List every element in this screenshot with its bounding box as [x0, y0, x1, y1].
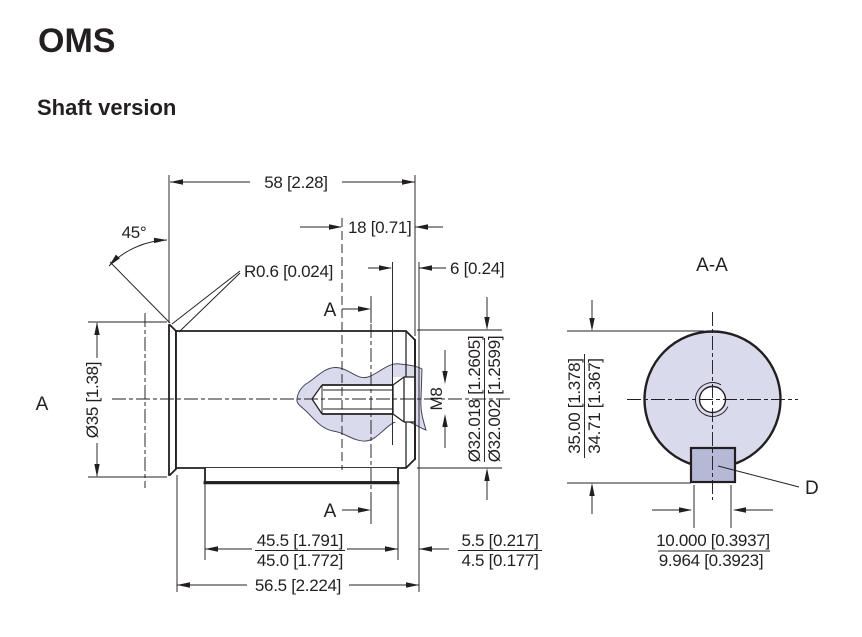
- dim-shaft-dia: Ø32.018 [1.2605] Ø32.002 [1.2599]: [465, 297, 504, 500]
- page-title: OMS: [38, 22, 115, 60]
- dim-chamfer-angle: 45°: [107, 223, 171, 324]
- section-label-top: A: [324, 300, 337, 321]
- dim-key-width-lower-label: 9.964 [0.3923]: [659, 551, 764, 570]
- dim-overall-length-label: 58 [2.28]: [264, 173, 327, 192]
- dim-fillet-radius-label: R0.6 [0.024]: [244, 262, 333, 281]
- dim-shoulder-dia-label: Ø35 [1.38]: [83, 362, 102, 438]
- key-square: [689, 446, 737, 484]
- thread-arc: [695, 382, 729, 417]
- thread-hole: [311, 384, 394, 415]
- main-view: 58 [2.28] 45° R0.6 [0.024] 18 [0.71]: [36, 173, 542, 595]
- view-label-a: A: [36, 394, 49, 415]
- dim-key-to-end-label: 18 [0.71]: [348, 218, 411, 237]
- dim-end-offset-lower-label: 4.5 [0.177]: [461, 551, 538, 570]
- dim-shaft-dia-lower-label: Ø32.002 [1.2599]: [485, 336, 504, 463]
- dim-flat-height-upper-label: 35.00 [1.378]: [565, 358, 584, 453]
- dim-key-width: 10.000 [0.3937] 9.964 [0.3923]: [652, 485, 773, 570]
- page-subtitle: Shaft version: [37, 95, 176, 120]
- key-callout: D: [717, 465, 819, 499]
- section-label-bottom: A: [324, 501, 337, 522]
- shaft-shoulder: [168, 324, 177, 476]
- dim-thread-size: M8: [427, 350, 448, 448]
- section-view-title: A-A: [696, 255, 728, 276]
- dim-key-length-lower-label: 45.0 [1.772]: [257, 551, 343, 570]
- key-label: D: [805, 478, 819, 499]
- dim-shoulder-dia: Ø35 [1.38]: [83, 322, 102, 477]
- section-arrow-bottom: A: [324, 496, 372, 524]
- section-view: A-A 35.00 [1.378] 34.71 [1.367]: [565, 255, 819, 570]
- dim-end-offset: 5.5 [0.217] 4.5 [0.177]: [419, 531, 542, 570]
- key-step: [204, 468, 399, 483]
- dim-cyl-length-label: 56.5 [2.224]: [255, 576, 341, 595]
- dim-shaft-dia-upper-label: Ø32.018 [1.2605]: [465, 336, 484, 463]
- section-arrow-top: A: [324, 296, 372, 323]
- extension-lines: [88, 175, 502, 592]
- dim-cyl-length: 56.5 [2.224]: [177, 576, 419, 595]
- header: OMS Shaft version: [37, 22, 176, 120]
- dim-chamfer-angle-label: 45°: [122, 223, 147, 242]
- dim-flat-height: 35.00 [1.378] 34.71 [1.367]: [565, 300, 704, 514]
- dim-fillet-radius: R0.6 [0.024]: [171, 262, 333, 333]
- dim-thread-depth: 6 [0.24]: [368, 259, 505, 278]
- dim-key-length: 45.5 [1.791] 45.0 [1.772]: [205, 531, 398, 570]
- dim-thread-size-label: M8: [427, 387, 446, 410]
- dim-overall-length: 58 [2.28]: [170, 173, 415, 192]
- dim-flat-height-lower-label: 34.71 [1.367]: [585, 358, 604, 453]
- dim-thread-depth-label: 6 [0.24]: [450, 259, 504, 278]
- dim-key-to-end: 18 [0.71]: [300, 218, 443, 237]
- dim-key-length-upper-label: 45.5 [1.791]: [257, 531, 343, 550]
- dim-end-offset-upper-label: 5.5 [0.217]: [461, 531, 538, 550]
- dim-key-width-upper-label: 10.000 [0.3937]: [656, 531, 770, 550]
